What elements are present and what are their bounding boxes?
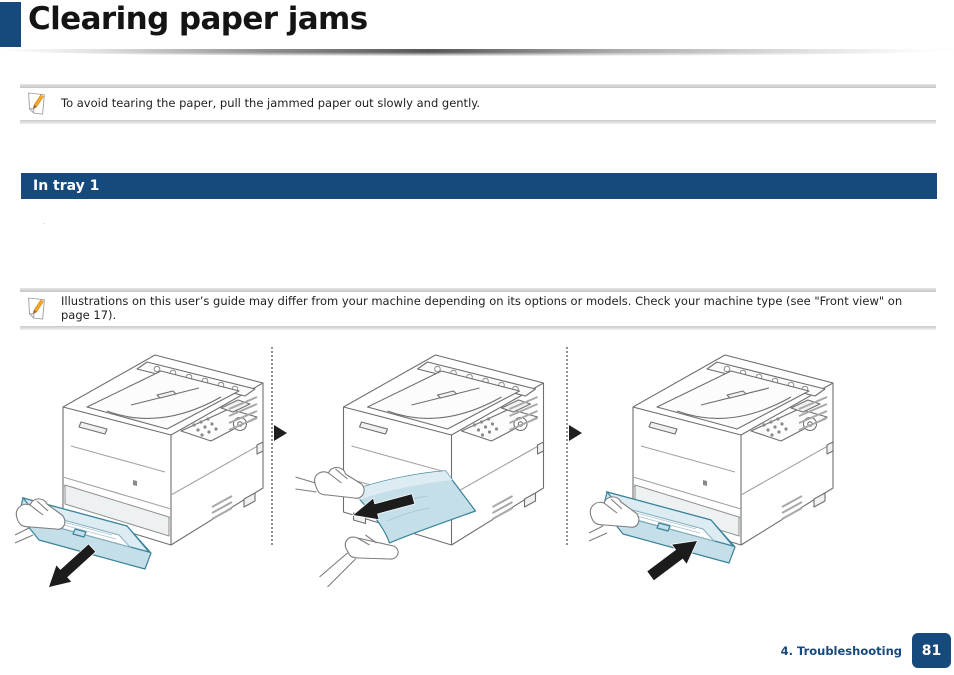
push-in-arrow-icon (646, 540, 699, 582)
printer-illustration-step-3-insert-tray (588, 345, 845, 582)
note-divider-bottom (20, 120, 936, 124)
note-pencil-icon (26, 296, 47, 321)
note-tip: To avoid tearing the paper, pull the jam… (26, 88, 932, 118)
title-accent-bar (0, 2, 21, 47)
footer-chapter-label: 4. Troubleshooting (780, 644, 902, 658)
note-illustrations: Illustrations on this user’s guide may d… (26, 292, 932, 324)
stray-mark: · (43, 220, 46, 228)
printer-illustration-step-1-pull-tray-out (15, 345, 275, 589)
hand-icon (319, 534, 399, 588)
hand-icon (15, 498, 66, 544)
page-title: Clearing paper jams (28, 1, 368, 37)
step-separator (566, 347, 568, 545)
note-divider-bottom (20, 326, 936, 330)
title-underline-swoosh (0, 49, 954, 56)
note-text: To avoid tearing the paper, pull the jam… (61, 95, 481, 110)
section-header-in-tray-1: In tray 1 (21, 173, 937, 199)
step-separator (271, 347, 273, 545)
open-tray (602, 490, 736, 564)
page-number: 81 (921, 642, 942, 659)
next-step-arrow-icon (274, 425, 287, 441)
printer-illustration-step-2-remove-jammed-paper (295, 345, 558, 588)
pull-out-arrow-icon (47, 543, 97, 589)
hand-icon (588, 496, 640, 542)
note-divider-top (20, 288, 936, 292)
pull-paper-arrow-icon (351, 493, 416, 521)
page-number-badge: 81 (912, 633, 951, 668)
hand-icon (295, 466, 365, 499)
note-pencil-icon (26, 91, 47, 116)
tray-opening (64, 484, 170, 537)
note-divider-top (20, 84, 936, 88)
section-title: In tray 1 (33, 178, 100, 194)
next-step-arrow-icon (569, 425, 582, 441)
note-text: Illustrations on this user’s guide may d… (61, 293, 903, 322)
